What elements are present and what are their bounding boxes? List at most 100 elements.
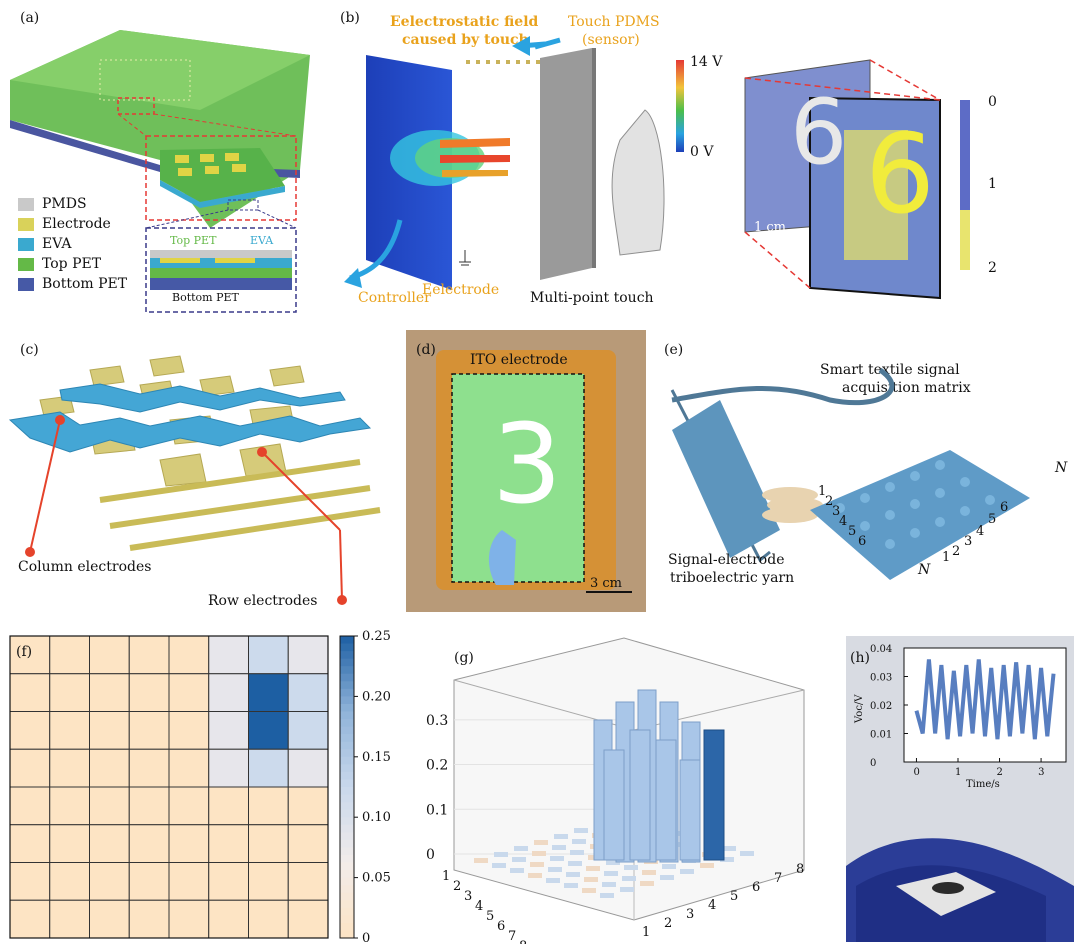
colorbar-segment bbox=[340, 779, 354, 788]
colorbar-segment bbox=[340, 734, 354, 743]
heatmap-cell bbox=[287, 673, 329, 712]
colorbar-segment bbox=[340, 749, 354, 758]
textile-title-line2: acquisition matrix bbox=[842, 380, 971, 396]
heatmap-cell bbox=[287, 635, 329, 675]
heatmap-cell bbox=[128, 673, 170, 712]
heatmap-cell bbox=[248, 824, 289, 863]
ito-photo-illustration bbox=[436, 350, 632, 593]
heatmap-cell bbox=[248, 673, 289, 712]
bar3d-floor-tile bbox=[494, 852, 508, 857]
matrix-n-right: N bbox=[1055, 460, 1068, 476]
digit-detection-illustration bbox=[744, 59, 970, 300]
inset-eva-label: EVA bbox=[250, 234, 274, 247]
heatmap-cell bbox=[128, 824, 170, 863]
heatmap-cell bbox=[248, 635, 289, 675]
panel-h-label: (h) bbox=[850, 650, 870, 666]
panel-e: (e) Smart textile signal acquisition mat… bbox=[650, 330, 1080, 620]
bar3d-floor-tile bbox=[552, 845, 566, 850]
yarn-label-line2: triboelectric yarn bbox=[670, 570, 795, 586]
bar3d-floor-tile bbox=[620, 887, 634, 892]
colorbar-segment bbox=[340, 771, 354, 780]
panel-a-label: (a) bbox=[20, 10, 40, 26]
heatmap-cell bbox=[9, 748, 51, 788]
colorbar-segment bbox=[340, 877, 354, 886]
bar3d-floor-tile bbox=[640, 881, 654, 886]
matrix-col-num-6: 6 bbox=[1000, 500, 1009, 515]
legend-label: Electrode bbox=[42, 216, 111, 232]
heatmap-cell bbox=[168, 899, 210, 939]
heatmap-cell bbox=[89, 899, 130, 939]
colorbar-segment bbox=[340, 636, 354, 645]
colorbar-tick-label: 0.20 bbox=[362, 689, 391, 704]
bar3d-y-tick-label: 5 bbox=[730, 889, 738, 904]
matrix-row-num-6: 6 bbox=[858, 534, 867, 549]
bar3d-floor-tile bbox=[574, 828, 588, 833]
line-x-tick-label: 1 bbox=[955, 767, 961, 778]
matrix-row-num-1: 1 bbox=[818, 484, 827, 499]
heatmap-chart: 0.250.200.150.100.050 bbox=[9, 630, 391, 944]
heatmap-cell bbox=[49, 635, 90, 675]
bar3d-bar bbox=[603, 749, 625, 861]
heatmap-cell bbox=[248, 748, 289, 788]
bar3d-floor-tile bbox=[568, 861, 582, 866]
bar3d-floor-tile bbox=[582, 888, 596, 893]
heatmap-cell bbox=[208, 786, 249, 826]
panel-g-label: (g) bbox=[454, 650, 474, 666]
heatmap-cell bbox=[89, 711, 130, 750]
heatmap-cell bbox=[128, 862, 170, 901]
material-legend: PMDS Electrode EVA Top PET Bottom PET bbox=[18, 196, 148, 316]
heatmap-cell bbox=[89, 748, 130, 788]
bar3d-y-tick-label: 4 bbox=[708, 898, 716, 913]
legend-item-pmds: PMDS bbox=[18, 196, 87, 212]
heatmap-cell bbox=[9, 711, 51, 750]
colorbar-tick-label: 0.15 bbox=[362, 750, 391, 765]
heatmap-frame bbox=[9, 635, 329, 939]
bar3d-floor-tile bbox=[624, 865, 638, 870]
sensor-sheet-illustration bbox=[10, 30, 310, 313]
bar3d-x-tick-label: 8 bbox=[519, 939, 527, 944]
panel-e-label: (e) bbox=[664, 342, 684, 358]
colorbar-segment bbox=[340, 688, 354, 697]
heatmap-cell bbox=[208, 635, 249, 675]
voltage-scale-max: 14 V bbox=[690, 54, 723, 70]
colorbar-tick-label: 0.10 bbox=[362, 810, 391, 825]
bar3d-z-tick-label: 0 bbox=[426, 847, 435, 863]
heatmap-cell bbox=[89, 824, 130, 863]
matrix-row-num-5: 5 bbox=[848, 524, 857, 539]
bar3d-floor-tile bbox=[662, 864, 676, 869]
heatmap-cell bbox=[168, 711, 210, 750]
colorbar-segment bbox=[340, 802, 354, 811]
colorbar-segment bbox=[340, 930, 354, 939]
heatmap-cell bbox=[287, 824, 329, 863]
bar3d-floor-tile bbox=[564, 883, 578, 888]
legend-label: PMDS bbox=[42, 196, 87, 212]
line-y-tick-label: 0.01 bbox=[870, 730, 892, 741]
bar3d-x-tick-label: 6 bbox=[497, 919, 505, 934]
heatmap-cell bbox=[9, 862, 51, 901]
colorbar-segment bbox=[340, 839, 354, 848]
colorbar-segment bbox=[340, 870, 354, 879]
bar3d-x-tick-label: 2 bbox=[453, 879, 461, 894]
bar3d-y-tick-label: 6 bbox=[752, 880, 760, 895]
electrode-grid-illustration bbox=[8, 355, 381, 605]
ito-electrode-label: ITO electrode bbox=[470, 352, 568, 368]
colorbar-segment bbox=[340, 854, 354, 863]
colorbar-segment bbox=[340, 741, 354, 750]
line-y-tick-label: 0.04 bbox=[870, 644, 892, 655]
colorbar-segment bbox=[340, 703, 354, 712]
electrostatic-field-illustration bbox=[344, 36, 684, 290]
colorbar-segment bbox=[340, 832, 354, 841]
colorbar-segment bbox=[340, 892, 354, 901]
heatmap-cell bbox=[208, 899, 249, 939]
heatmap-cell bbox=[89, 673, 130, 712]
heatmap-cell bbox=[128, 635, 170, 675]
colorbar-segment bbox=[340, 756, 354, 765]
bar3d-y-tick-label: 2 bbox=[664, 916, 672, 931]
heatmap-cell bbox=[49, 899, 90, 939]
multipoint-touch-label: Multi-point touch bbox=[530, 290, 654, 306]
inset-top-pet-label: Top PET bbox=[170, 234, 217, 247]
heatmap-cell bbox=[287, 899, 329, 939]
bar3d-floor-tile bbox=[530, 862, 544, 867]
bar3d-floor-tile bbox=[566, 872, 580, 877]
colorbar-segment bbox=[340, 696, 354, 705]
